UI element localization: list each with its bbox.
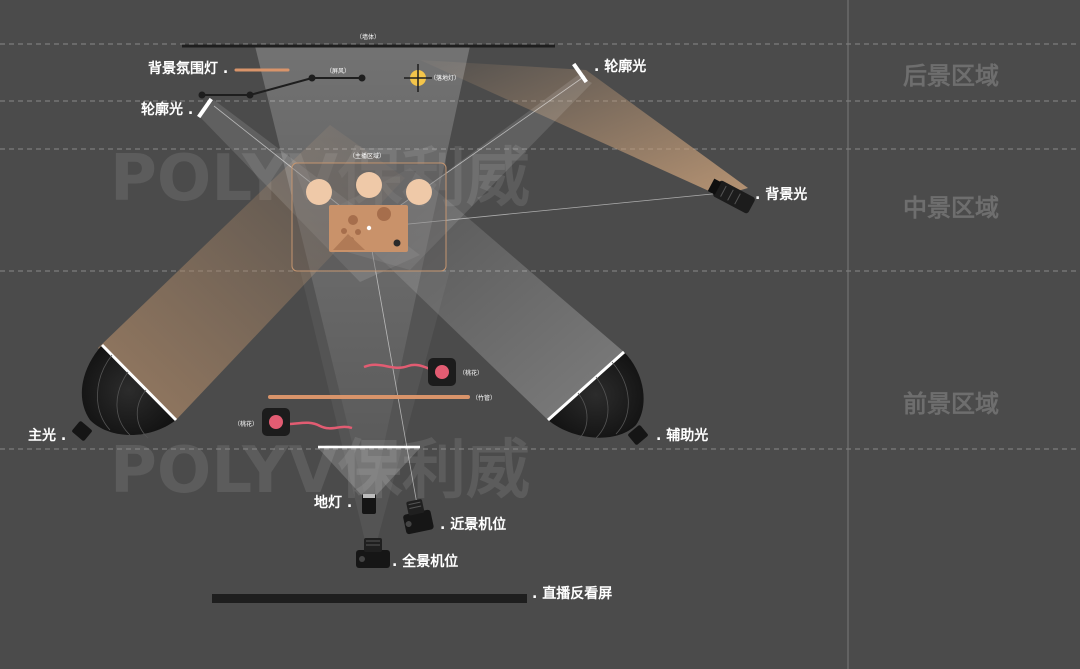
floor-lamp bbox=[404, 64, 432, 92]
monitor-screen-label: . 直播反看屏 bbox=[532, 585, 612, 602]
wide-camera-label: . 全景机位 bbox=[392, 553, 458, 570]
bg-ambient-light-label: 背景氛围灯 . bbox=[148, 60, 228, 77]
back-light-fixture bbox=[707, 178, 755, 214]
rim-light-right bbox=[572, 62, 588, 84]
wall-label: （墙体） bbox=[356, 33, 380, 41]
screen-partition bbox=[198, 74, 366, 99]
zone-label-front: 前景区域 bbox=[903, 390, 999, 418]
rim-light-left bbox=[197, 97, 213, 119]
fill-light-label: . 辅助光 bbox=[656, 427, 708, 444]
back-light-beam bbox=[420, 60, 748, 196]
host-area bbox=[291, 162, 447, 272]
zone-label-back: 后景区域 bbox=[903, 62, 999, 90]
rim-light-right-label: . 轮廓光 bbox=[594, 58, 646, 75]
closeup-camera-label: . 近景机位 bbox=[440, 516, 506, 533]
fill-light-softbox bbox=[546, 350, 648, 445]
wide-camera-icon bbox=[356, 538, 390, 568]
key-light-softbox bbox=[72, 343, 178, 441]
floor-light bbox=[362, 494, 376, 514]
peach-blossom-1 bbox=[363, 358, 456, 386]
closeup-camera-icon bbox=[403, 499, 434, 535]
zone-label-middle: 中景区域 bbox=[903, 194, 999, 222]
rim-light-left-label: 轮廓光 . bbox=[141, 101, 193, 118]
floor-lamp-label: （落地灯） bbox=[430, 74, 460, 82]
key-light-label: 主光 . bbox=[28, 427, 66, 444]
back-light-label: . 背景光 bbox=[755, 186, 807, 203]
floor-light-up-beam bbox=[255, 46, 470, 500]
screen-partition-label: （屏风） bbox=[326, 68, 350, 75]
peach-blossom-1-label: （桃花） bbox=[459, 369, 483, 377]
bamboo-label: （竹管） bbox=[472, 394, 496, 402]
peach-blossom-2-label: （桃花） bbox=[234, 420, 258, 428]
floor-light-label: 地灯 . bbox=[314, 494, 352, 511]
monitor-screen bbox=[212, 594, 527, 603]
camera-view-beam bbox=[300, 270, 450, 545]
peach-blossom-2 bbox=[262, 408, 353, 436]
host-area-label: （主播区域） bbox=[349, 152, 385, 160]
